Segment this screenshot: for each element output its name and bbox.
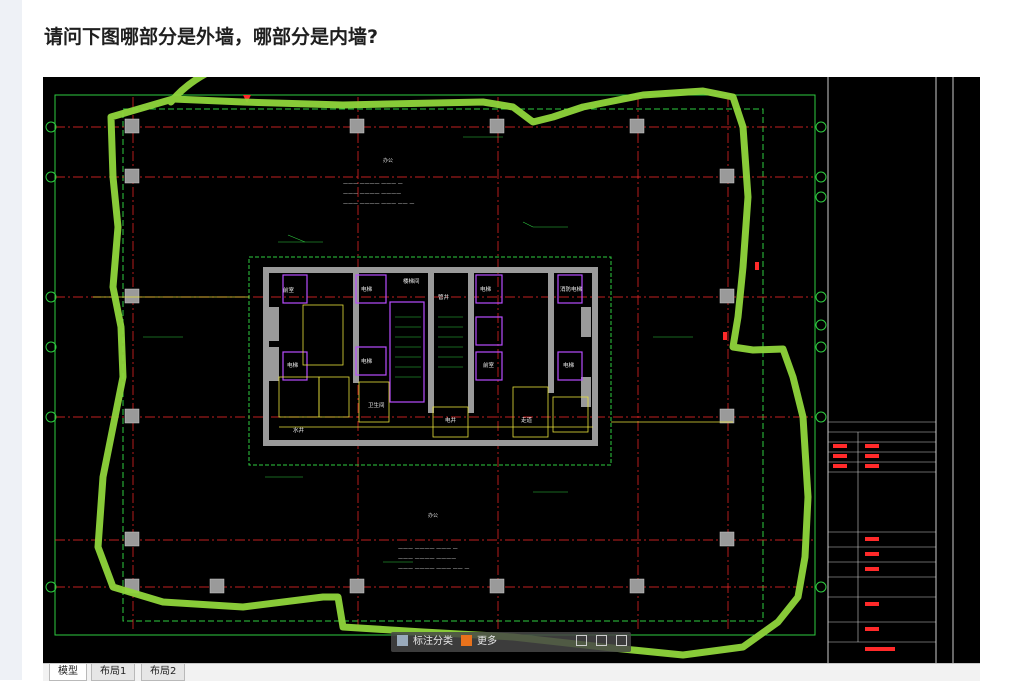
annotation-leaders [143,136,693,563]
svg-text:电梯: 电梯 [361,357,373,365]
copy-icon[interactable] [576,635,587,646]
stairs [395,316,463,378]
cad-drawing-image: 办公 ——— ———— ——— — ——— ———— ———— ——— ————… [43,77,980,663]
hand-drawn-outline [94,77,812,659]
svg-text:楼梯间: 楼梯间 [403,277,420,285]
svg-text:前室: 前室 [483,361,495,369]
title-block-red-text [833,444,895,651]
svg-text:——— ———— ——— —: ——— ———— ——— — [398,546,458,552]
svg-text:电梯: 电梯 [480,285,492,293]
svg-text:——— ———— ——— —— —: ——— ———— ——— —— — [343,201,414,207]
room-labels: 前室电梯楼梯间 管井电梯消防电梯 电梯电梯前室 电梯卫生间走道 电井水井 [283,277,583,434]
svg-text:走道: 走道 [521,416,533,424]
annotation-floating-toolbar[interactable]: 标注分类 更多 [391,632,631,652]
drawing-text-blocks: 办公 ——— ———— ——— — ——— ———— ———— ——— ————… [343,157,469,572]
core-outline [248,256,612,466]
tab-layout-1[interactable]: 布局1 [91,664,136,681]
document-icon[interactable] [596,635,607,646]
svg-text:消防电梯: 消防电梯 [560,285,583,293]
yellow-guides [93,296,733,423]
layout-tab-bar: 模型 布局1 布局2 [43,663,980,681]
annotation-category-button[interactable]: 标注分类 [413,636,453,647]
elevator-shafts [282,274,583,403]
svg-text:管井: 管井 [438,293,450,301]
svg-text:卫生间: 卫生间 [368,401,385,409]
svg-text:电井: 电井 [445,416,457,424]
svg-text:电梯: 电梯 [287,361,299,369]
svg-text:办公: 办公 [428,512,438,519]
grid-icon [397,635,408,646]
svg-text:水井: 水井 [293,426,305,434]
question-title: 请问下图哪部分是外墙，哪部分是内墙? [44,26,379,48]
orange-square-icon [461,635,472,646]
svg-text:电梯: 电梯 [563,361,575,369]
tab-model[interactable]: 模型 [49,664,87,681]
svg-text:——— ———— ————: ——— ———— ———— [398,556,456,562]
svg-text:——— ———— ————: ——— ———— ———— [343,191,401,197]
core-walls [263,267,598,446]
title-block [828,421,936,643]
more-button[interactable]: 更多 [477,636,497,647]
svg-text:办公: 办公 [383,157,393,164]
svg-text:电梯: 电梯 [361,285,373,293]
export-icon[interactable] [616,635,627,646]
cad-frame [54,77,954,663]
tab-layout-2[interactable]: 布局2 [141,664,186,681]
axis-bubbles [45,121,827,593]
svg-text:前室: 前室 [283,286,295,294]
svg-text:——— ———— ——— —: ——— ———— ——— — [343,181,403,187]
page-left-strip [0,0,22,680]
cad-drawing-svg: 办公 ——— ———— ——— — ——— ———— ———— ——— ————… [45,77,954,663]
interior-partitions [278,304,593,438]
svg-text:——— ———— ——— —— —: ——— ———— ——— —— — [398,566,469,572]
